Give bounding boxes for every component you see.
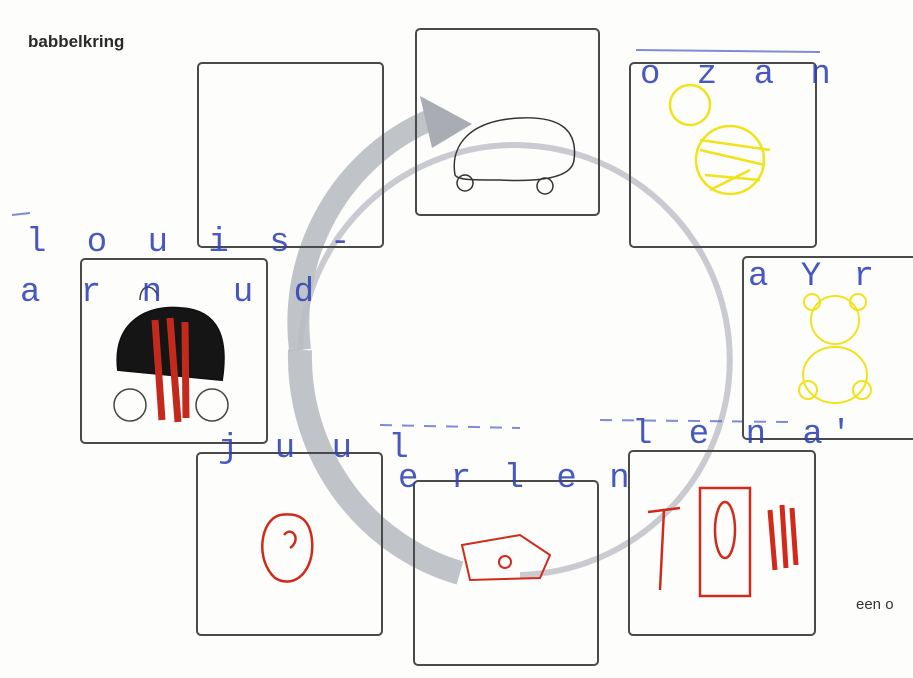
name-stamp-ayr: a Y r (748, 260, 880, 294)
drawing-box-juul (196, 452, 383, 636)
name-stamp-louis-line2: a r n u d (20, 276, 324, 310)
name-stamp-ozan: o z a n (640, 58, 839, 92)
page-title: babbelkring (28, 32, 124, 52)
drawing-box-car (415, 28, 600, 216)
drawing-box-erlen (413, 480, 599, 666)
name-stamp-juul: j u u l (218, 432, 417, 466)
drawing-box-empty (197, 62, 384, 248)
name-stamp-lena: l e n a' (632, 418, 859, 452)
name-stamp-louis-line1: l o u i s - (26, 226, 360, 260)
name-stamp-erlen: e r l e n (398, 462, 636, 496)
drawing-box-lena (628, 450, 816, 636)
footer-text: een o (856, 596, 894, 613)
